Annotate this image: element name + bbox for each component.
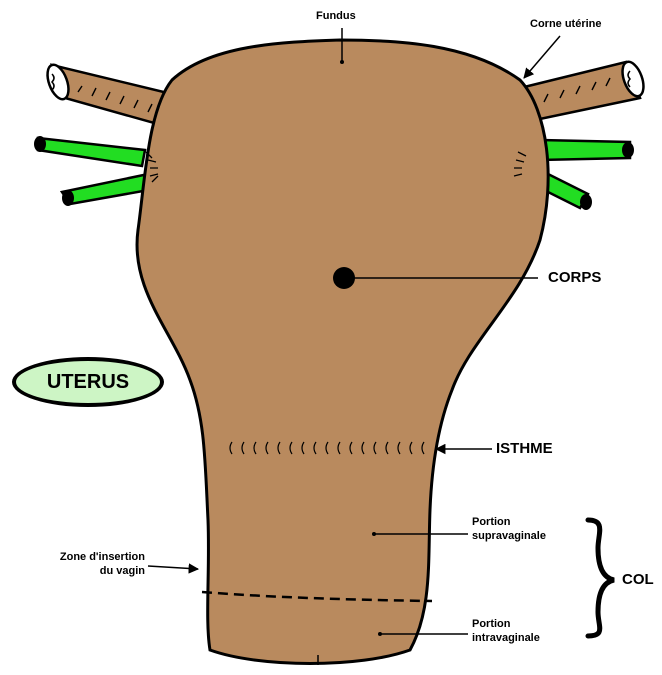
label-corps: CORPS <box>548 269 601 286</box>
label-portion-supravaginale: Portion supravaginale <box>472 515 546 543</box>
fundus-dot <box>340 60 344 64</box>
corps-marker <box>333 267 355 289</box>
label-zone-insertion-vagin: Zone d'insertion du vagin <box>22 550 145 578</box>
label-zone-line1: Zone d'insertion <box>22 550 145 564</box>
supravaginal-dot <box>372 532 376 536</box>
label-fundus: Fundus <box>316 9 356 23</box>
uterus-badge: UTERUS <box>12 357 164 407</box>
label-isthme: ISTHME <box>496 440 553 457</box>
intravaginal-dot <box>378 632 382 636</box>
label-col: COL <box>622 571 654 588</box>
label-intravaginale-line1: Portion <box>472 617 540 631</box>
label-supravaginale-line2: supravaginale <box>472 529 546 543</box>
label-corne-uterine: Corne utérine <box>530 17 602 31</box>
uterus-body <box>137 40 548 664</box>
label-supravaginale-line1: Portion <box>472 515 546 529</box>
label-intravaginale-line2: intravaginale <box>472 631 540 645</box>
col-brace <box>588 520 614 636</box>
label-portion-intravaginale: Portion intravaginale <box>472 617 540 645</box>
label-zone-line2: du vagin <box>22 564 145 578</box>
